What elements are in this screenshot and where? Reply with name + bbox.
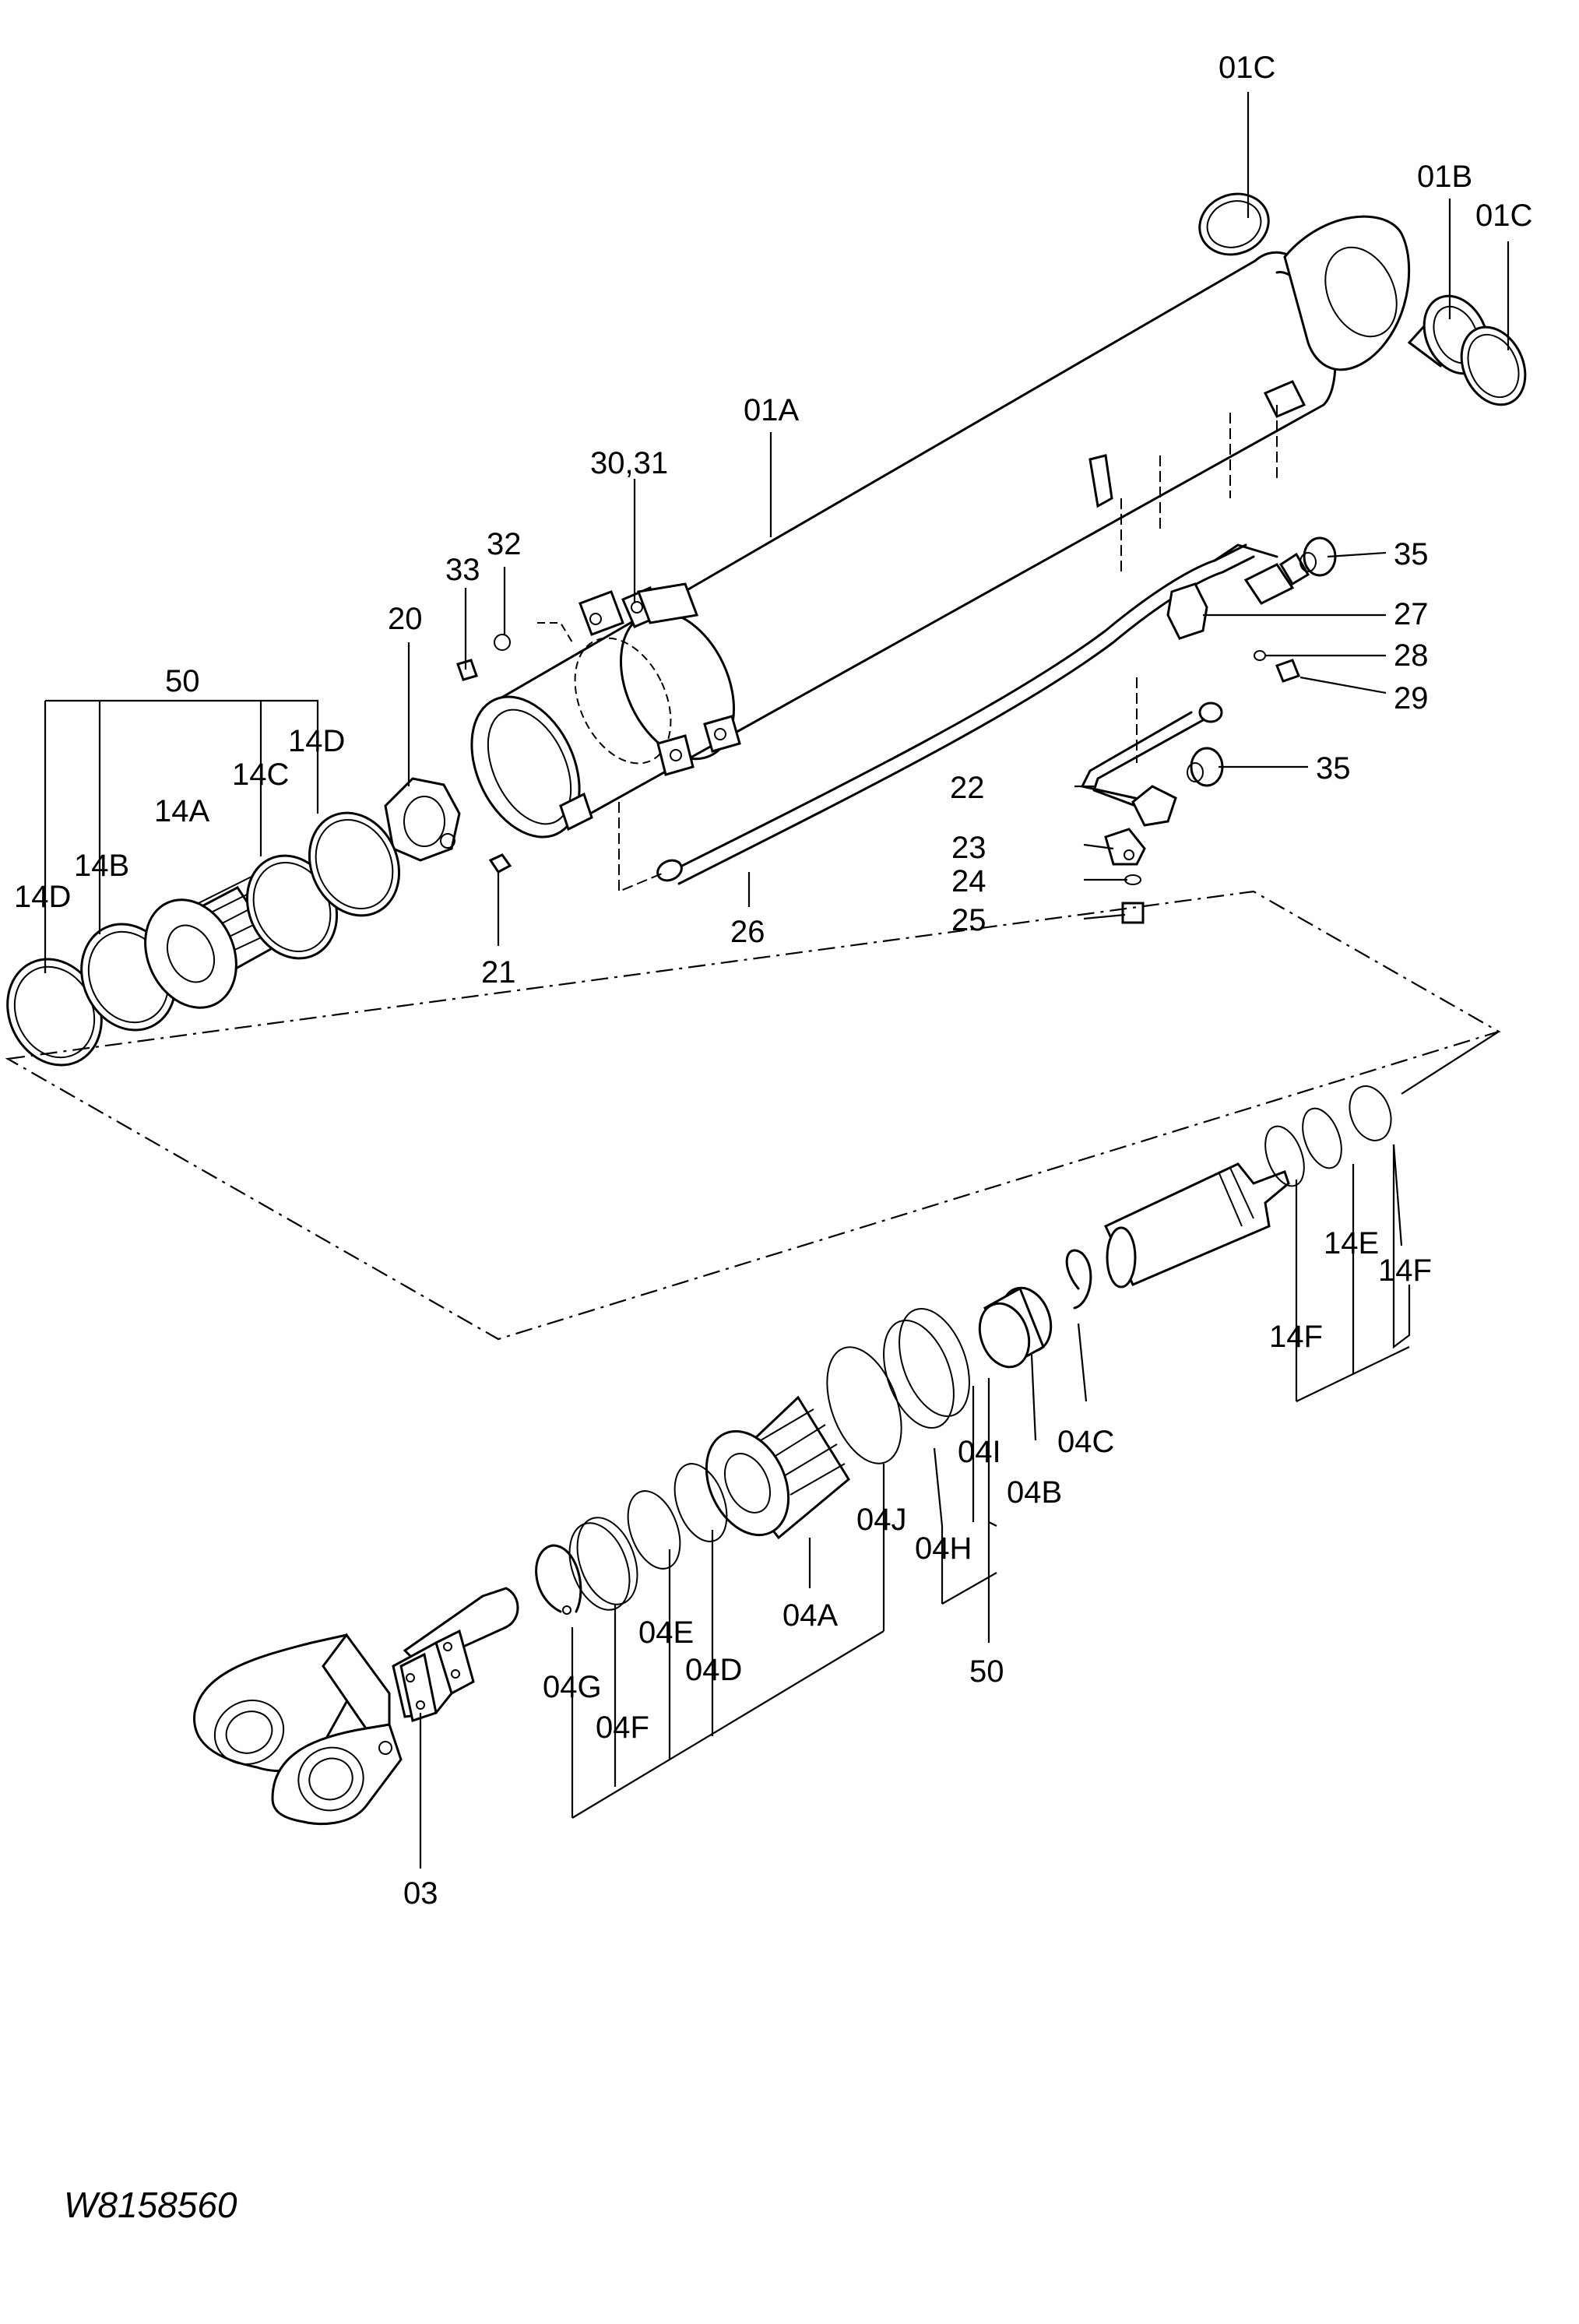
label-04C: 04C (1057, 1425, 1114, 1459)
label-14F-left: 14F (1269, 1320, 1323, 1354)
o-ring-04J (826, 1346, 902, 1464)
seal-14D-upper (308, 811, 401, 917)
label-01B: 01B (1417, 160, 1472, 194)
label-04I: 04I (958, 1435, 1001, 1469)
snap-ring-04C (1065, 1249, 1092, 1310)
label-14C: 14C (232, 758, 289, 792)
label-35-top: 35 (1394, 537, 1429, 571)
label-50-bottom: 50 (969, 1654, 1004, 1689)
seal-ring-01C-right (1460, 325, 1527, 406)
leader-lines (44, 92, 1510, 1869)
label-01A: 01A (744, 393, 799, 427)
pipe-assembly (456, 405, 1337, 924)
nut-20 (384, 777, 461, 862)
label-04A: 04A (782, 1598, 838, 1633)
rod-eye-03 (193, 1587, 519, 1826)
label-27: 27 (1394, 597, 1429, 631)
label-32: 32 (487, 527, 522, 561)
label-01C-top: 01C (1219, 51, 1275, 85)
snap-ring-04G (535, 1544, 582, 1615)
label-01C-right: 01C (1475, 199, 1532, 233)
label-33: 33 (445, 553, 480, 587)
label-28: 28 (1394, 638, 1429, 673)
label-14D-lower: 14D (14, 880, 71, 914)
label-26: 26 (730, 915, 765, 949)
part-labels: 01C 01B 01C 01A 30,31 33 32 20 50 14D 14… (14, 51, 1532, 1911)
piston-rod (1104, 1162, 1290, 1289)
cylinder-tube (470, 215, 1411, 839)
label-03: 03 (403, 1876, 438, 1911)
bushing-04B (978, 1286, 1053, 1369)
label-14D-upper: 14D (288, 724, 345, 758)
label-14F-right: 14F (1378, 1253, 1432, 1288)
label-04H: 04H (915, 1531, 972, 1566)
label-04J: 04J (856, 1503, 907, 1537)
seals-04I-04H (883, 1307, 970, 1429)
label-35-mid: 35 (1316, 751, 1351, 786)
screw-21 (488, 853, 512, 874)
label-25: 25 (951, 903, 986, 937)
label-21: 21 (481, 955, 516, 990)
label-24: 24 (951, 864, 986, 898)
drawing-code: W8158560 (64, 2185, 237, 2225)
label-04B: 04B (1007, 1475, 1062, 1510)
label-04E: 04E (638, 1616, 694, 1650)
seal-ring-01C-top (1198, 192, 1270, 256)
label-04F: 04F (596, 1710, 649, 1745)
label-29: 29 (1394, 681, 1429, 715)
label-20: 20 (388, 602, 423, 636)
label-50-top: 50 (165, 664, 200, 698)
label-30-31: 30,31 (590, 446, 668, 480)
label-04G: 04G (543, 1670, 602, 1704)
label-14E: 14E (1324, 1226, 1379, 1260)
label-14B: 14B (74, 849, 129, 883)
label-04D: 04D (685, 1653, 742, 1687)
label-22: 22 (950, 771, 985, 805)
rod-head-04A (705, 1395, 850, 1540)
label-23: 23 (951, 831, 986, 865)
label-14A: 14A (154, 794, 209, 828)
seals-14E-14F (1264, 1085, 1392, 1187)
